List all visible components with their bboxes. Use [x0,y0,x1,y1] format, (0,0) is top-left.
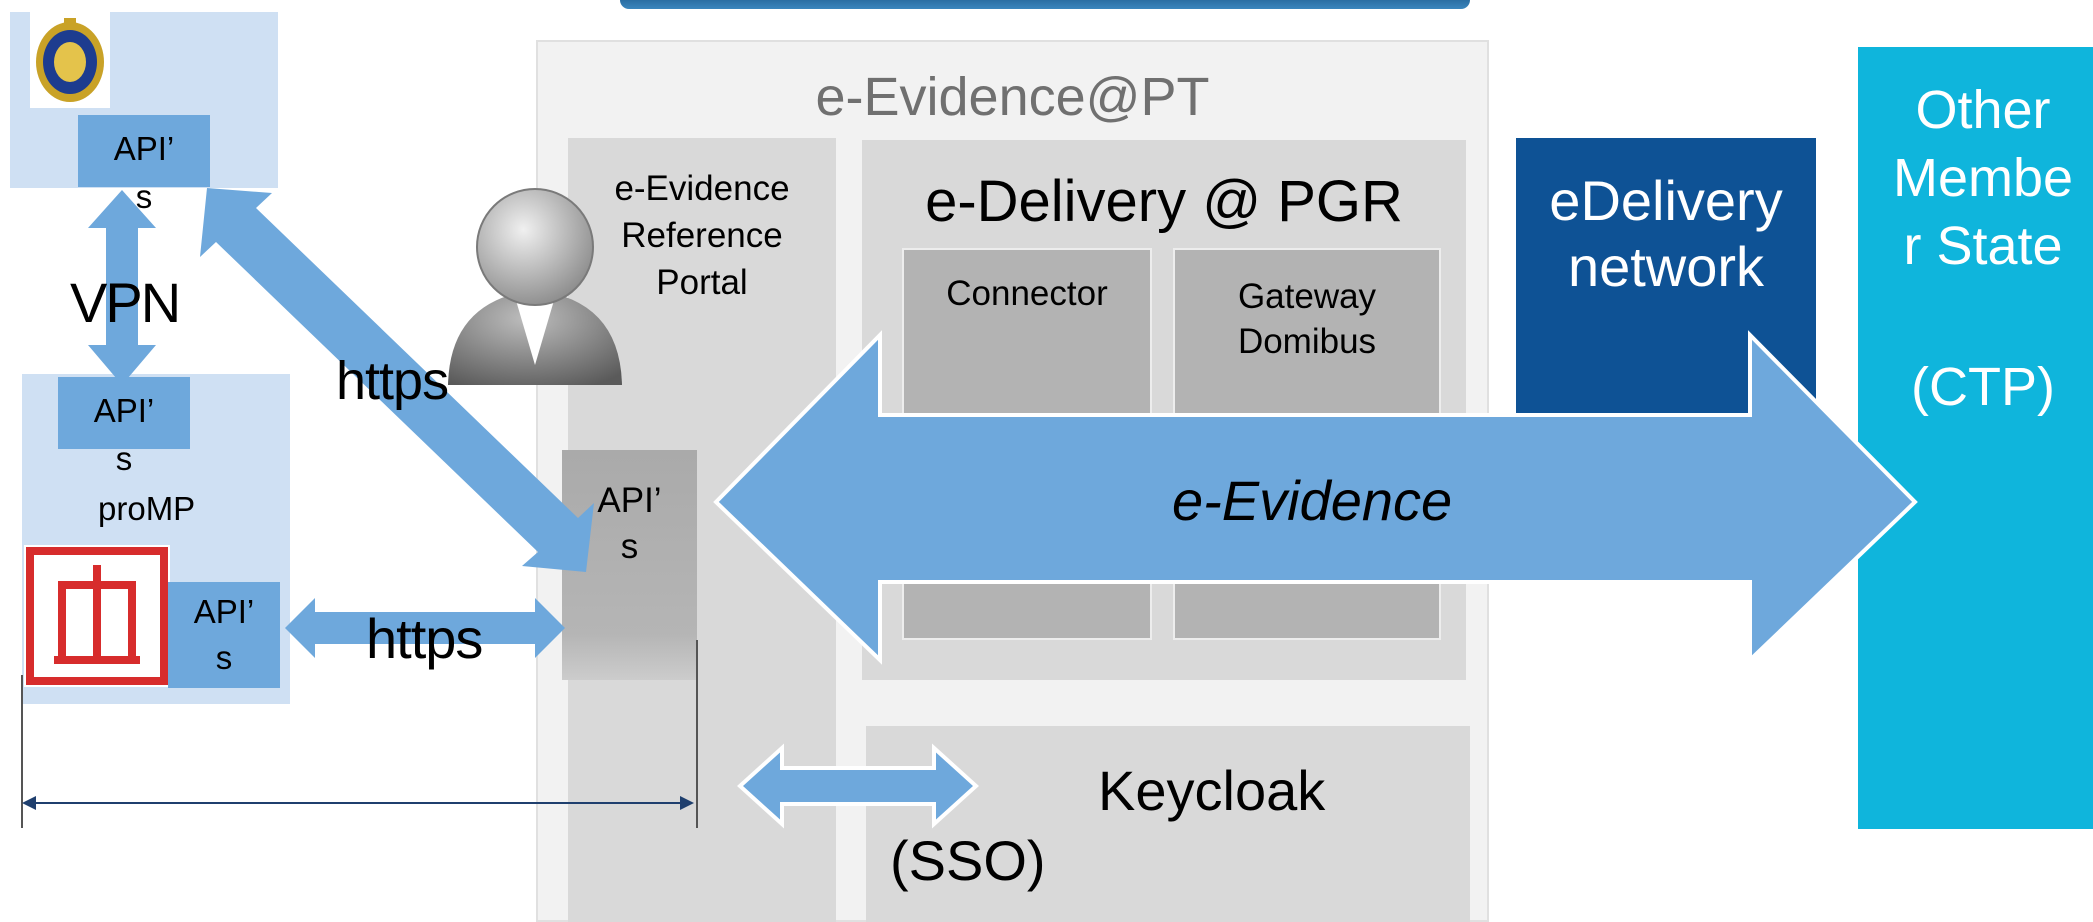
edelivery-network-label: eDelivery network [1549,169,1783,298]
mid-api-label: API’ s [93,392,155,477]
other-member-state-label: Other Membe r State [1892,80,2074,276]
gateway-label: Gateway Domibus [1237,277,1377,361]
top-decoration-bar [620,0,1470,9]
e-evidence-arrow-label: e-Evidence [1172,469,1453,532]
bottom-api-box: API’ s [168,582,280,688]
keycloak-sso-label: (SSO) [890,829,1046,892]
bottom-api-label: API’ s [193,593,255,676]
vpn-label: VPN [70,271,181,334]
bracket-arrowhead-right [680,796,694,810]
promp-label: proMP [98,490,196,527]
https-lower-label: https [366,607,483,670]
bracket-arrowhead-left [22,796,36,810]
portal-api-label: API’ s [597,481,662,566]
top-api-box: API’ s [78,115,210,215]
promp-logo-icon [24,545,170,687]
keycloak-label: Keycloak [1098,759,1326,822]
top-api-label: API’ s [113,130,175,215]
other-member-state-box [1858,47,2093,829]
vpn-double-arrow [88,190,156,385]
https-upper-label: https [336,351,449,411]
e-evidence-double-arrow [713,330,1918,665]
keycloak-box [866,726,1470,922]
sso-double-arrow [737,743,979,829]
edelivery-pgr-title: e-Delivery @ PGR [925,169,1403,234]
institution-emblem-icon [30,12,110,108]
portal-label: e-Evidence Reference Portal [614,169,790,302]
user-avatar-icon [440,185,630,390]
https-diagonal-arrow [200,188,594,572]
connector-label: Connector [946,274,1108,313]
ctp-label: (CTP) [1911,357,2055,417]
mid-api-box: API’ s [58,377,190,477]
https-horizontal-arrow [285,598,565,658]
eevidence-pt-title: e-Evidence@PT [815,67,1210,127]
